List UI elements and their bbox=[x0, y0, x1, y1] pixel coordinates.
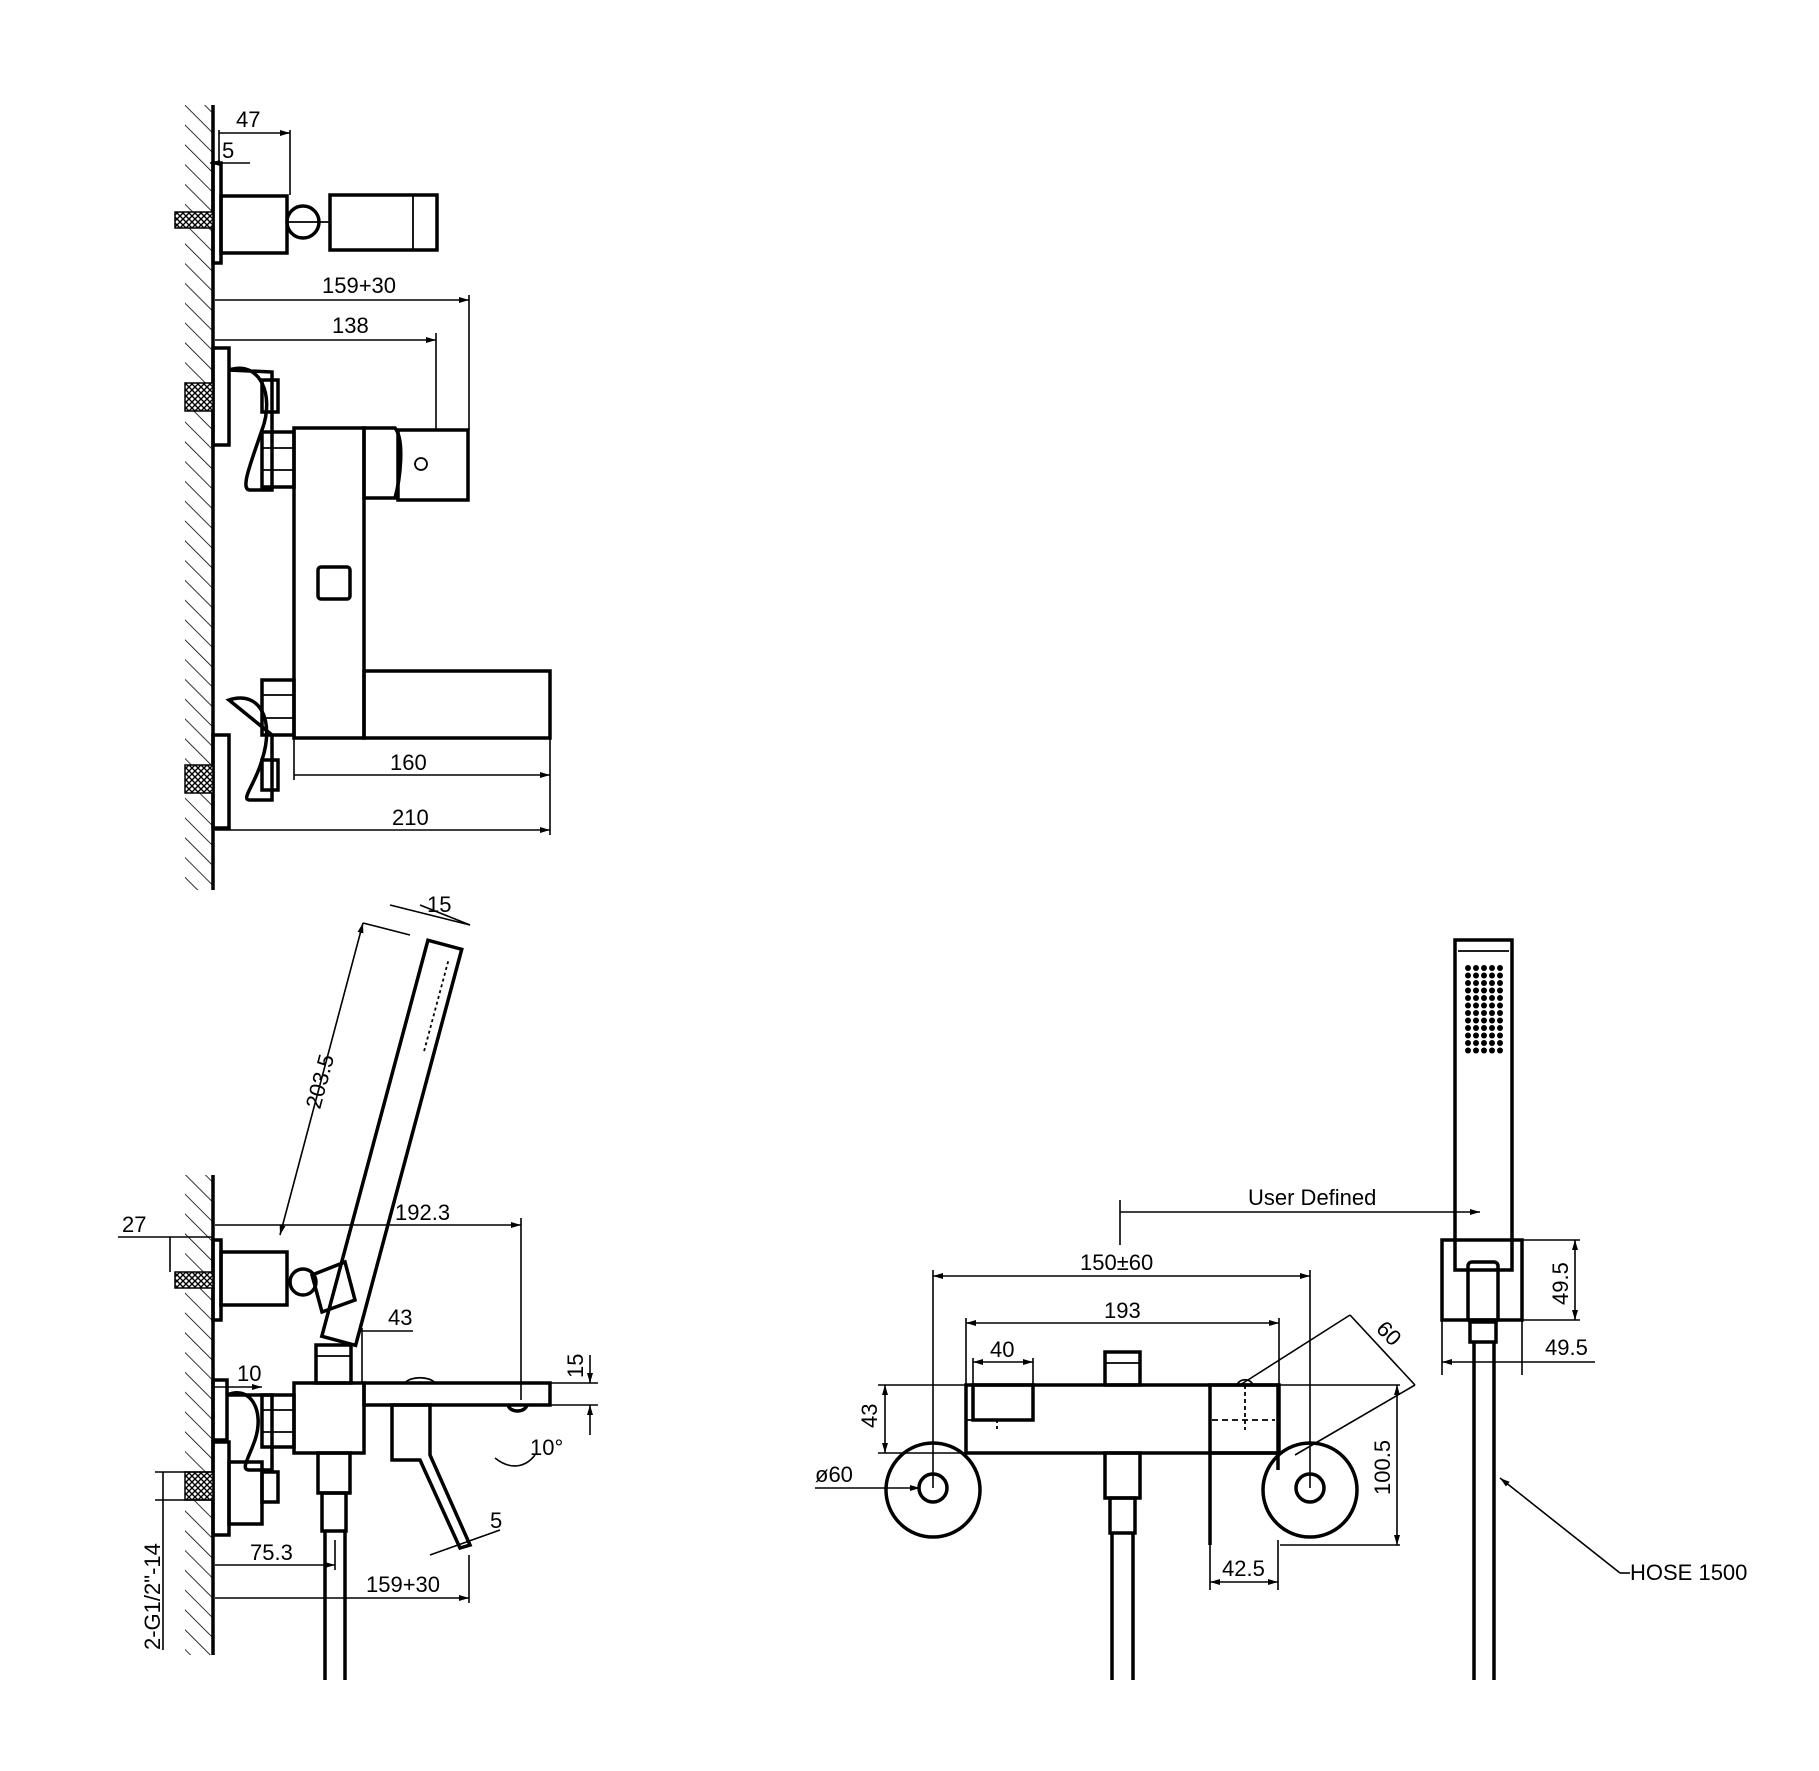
dim-27: 27 bbox=[122, 1212, 146, 1237]
dim-150-60: 150±60 bbox=[1080, 1250, 1153, 1275]
thread-label: 2-G1/2"-14 bbox=[140, 1543, 165, 1650]
dims-bottom-view: 15 203.5 27 192.3 43 10 15 bbox=[118, 892, 598, 1650]
dim-192-3: 192.3 bbox=[395, 1200, 450, 1225]
dim-100-5: 100.5 bbox=[1370, 1440, 1395, 1495]
side-view-bottom: 15 203.5 27 192.3 43 10 15 bbox=[118, 892, 598, 1680]
dim-43-front: 43 bbox=[857, 1404, 882, 1428]
diverter-knob bbox=[1103, 1350, 1142, 1387]
dim-42-5: 42.5 bbox=[1222, 1556, 1265, 1581]
dims-front-view: User Defined 150±60 193 40 60 bbox=[815, 1185, 1480, 1590]
dim-60-diag: 60 bbox=[1371, 1316, 1406, 1351]
spray-nozzles bbox=[1465, 965, 1503, 1054]
lever-block-front bbox=[1208, 1383, 1280, 1455]
dims-hand-shower: 49.5 49.5 HOSE 1500 bbox=[1441, 1239, 1747, 1585]
hand-shower-angled bbox=[319, 938, 464, 1348]
dim-193: 193 bbox=[1104, 1298, 1141, 1323]
dim-210: 210 bbox=[392, 805, 429, 830]
mixer-side-view-bottom bbox=[184, 1343, 552, 1680]
dim-43-side: 43 bbox=[388, 1305, 412, 1330]
dim-10: 10 bbox=[237, 1361, 261, 1386]
shower-holder-bottom bbox=[174, 1238, 358, 1322]
dim-5-lever: 5 bbox=[490, 1508, 502, 1533]
dim-49-5-vertical: 49.5 bbox=[1548, 1262, 1573, 1305]
dim-user-defined: User Defined bbox=[1248, 1185, 1376, 1210]
mixer-side-view bbox=[184, 346, 552, 830]
wall-hatch-bottom bbox=[185, 1175, 215, 1655]
hose-label: HOSE 1500 bbox=[1630, 1560, 1747, 1585]
dims-top-view: 47 5 159+30 138 160 210 bbox=[210, 107, 551, 835]
dim-159-30-bottom: 159+30 bbox=[366, 1572, 440, 1597]
dim-75-3: 75.3 bbox=[250, 1540, 293, 1565]
hand-shower-front: 49.5 49.5 HOSE 1500 bbox=[1440, 938, 1747, 1680]
front-view: User Defined 150±60 193 40 60 bbox=[815, 1185, 1480, 1680]
dim-138: 138 bbox=[332, 313, 369, 338]
shower-holder-side bbox=[174, 161, 439, 265]
dim-203-5: 203.5 bbox=[301, 1052, 339, 1112]
dim-160: 160 bbox=[390, 750, 427, 775]
dim-40: 40 bbox=[990, 1337, 1014, 1362]
shower-handle bbox=[1453, 938, 1514, 1272]
dim-15-spout: 15 bbox=[563, 1354, 588, 1378]
dim-5-top: 5 bbox=[222, 138, 234, 163]
dim-47: 47 bbox=[236, 107, 260, 132]
dim-159-30-top: 159+30 bbox=[322, 273, 396, 298]
dim-15-head: 15 bbox=[427, 892, 451, 917]
dim-phi-60: ø60 bbox=[815, 1462, 853, 1487]
dim-49-5-horizontal: 49.5 bbox=[1545, 1335, 1588, 1360]
side-view-top: 47 5 159+30 138 160 210 bbox=[174, 105, 552, 890]
dim-10-deg: 10° bbox=[530, 1435, 563, 1460]
